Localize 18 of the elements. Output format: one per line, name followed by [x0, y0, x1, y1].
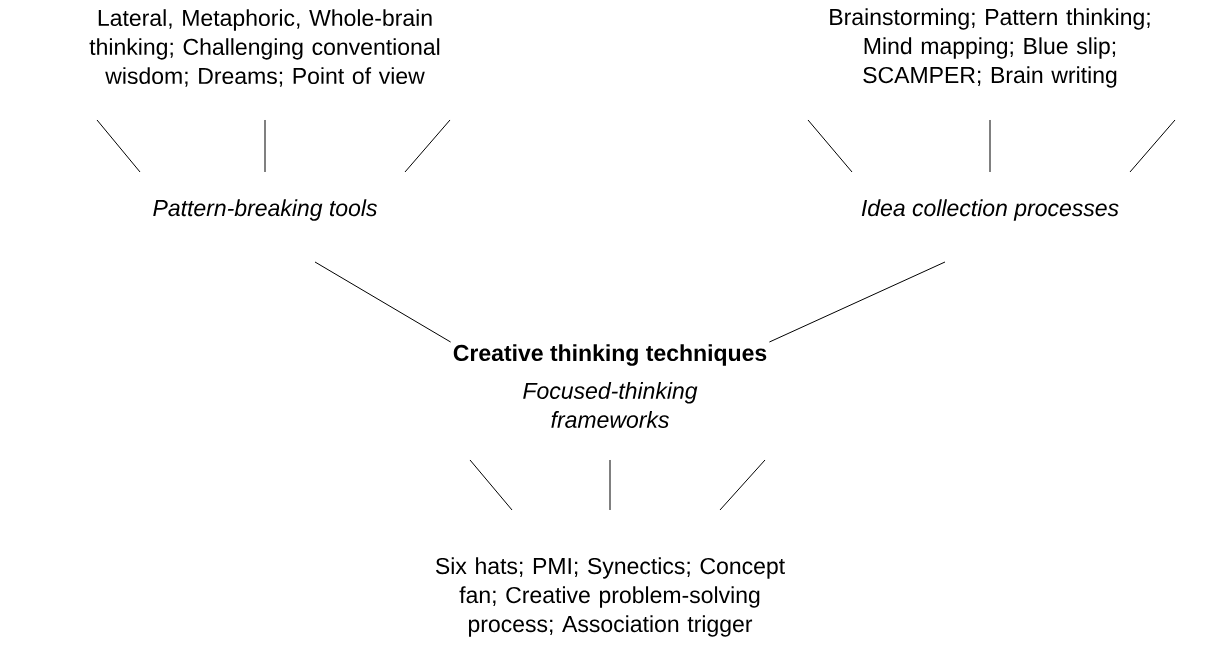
- connector-line: [96, 119, 141, 173]
- connector-line: [314, 261, 452, 343]
- central-heading: Creative thinking techniques: [453, 344, 767, 366]
- connector-line: [768, 261, 946, 343]
- technique-list: Brainstorming; Pattern thinking; Mind mapping; Blue slip; SCAMPER; Brain writing: [830, 8, 1150, 88]
- connector-line: [1129, 119, 1176, 173]
- category-label: Pattern-breaking tools: [153, 199, 377, 221]
- technique-list: Six hats; PMI; Synectics; Concept fan; Creative problem-solving process; Association trigger: [435, 557, 785, 637]
- connector-line: [807, 119, 853, 173]
- connector-line: [609, 459, 611, 511]
- connector-line: [719, 459, 766, 511]
- connector-line: [469, 459, 513, 511]
- category-label: Focused-thinking frameworks: [523, 382, 698, 428]
- connector-line: [264, 119, 266, 173]
- connector-line: [404, 119, 451, 173]
- connector-line: [989, 119, 991, 173]
- technique-list: Lateral, Metaphoric, Whole-brain thinking; Challenging conventional wisdom; Dreams; Point of view: [89, 9, 440, 87]
- category-label: Idea collection processes: [861, 199, 1119, 221]
